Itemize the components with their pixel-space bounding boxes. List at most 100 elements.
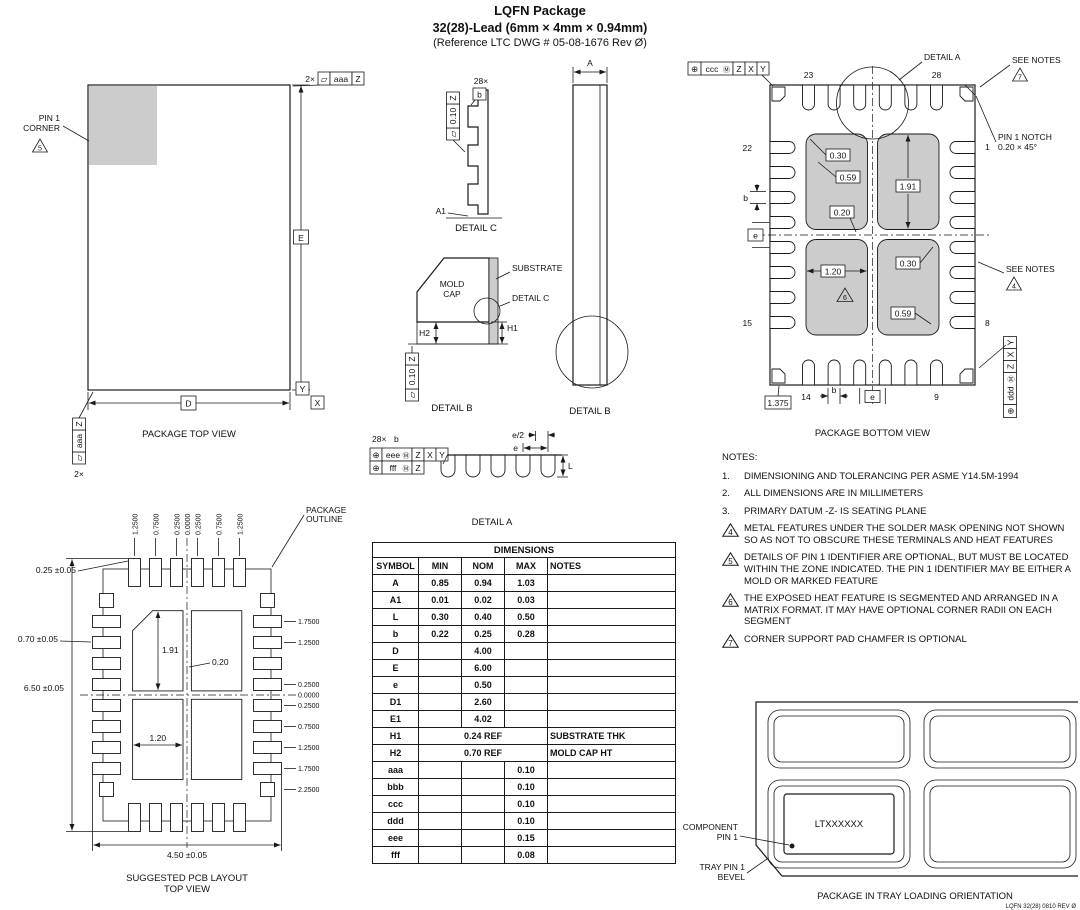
- note-flag-icon: [836, 287, 854, 302]
- corner-support-pad: [771, 86, 786, 102]
- pcb-pad: [149, 803, 162, 832]
- pin1-label: CORNER: [23, 123, 60, 133]
- pin-number: 28: [932, 70, 942, 80]
- b-dimension-bottom: b: [820, 385, 848, 404]
- component-marking: LTXXXXXX: [815, 819, 864, 830]
- pcb-pad: [92, 636, 121, 649]
- table-cell: D: [372, 642, 419, 660]
- notes-title: NOTES:: [722, 452, 758, 463]
- count-label: 28×: [372, 434, 386, 444]
- table-cell: H1: [372, 727, 419, 745]
- terminal-pad: [769, 291, 796, 304]
- table-cell: E1: [372, 710, 419, 728]
- table-cell: [546, 693, 677, 711]
- tray-bevel-callout: TRAY PIN 1 BEVEL: [699, 858, 768, 882]
- dim-059: 0.59: [840, 173, 857, 183]
- table-title-row: DIMENSIONS: [371, 542, 677, 558]
- terminal-pad: [930, 359, 943, 386]
- gdt-datum: Z: [355, 74, 360, 84]
- note-flag-icon: 4: [721, 523, 744, 546]
- table-cell: [546, 829, 677, 847]
- table-cell: [546, 574, 677, 592]
- gdt-symbol: ⊕: [1006, 407, 1016, 414]
- corner-offset-dimension: 1.375: [764, 385, 792, 410]
- gdt-modifier: Ⓜ: [403, 452, 410, 460]
- package-bottom-view: DETAIL A SEE NOTES 7 PIN 1 NOTCH 0.20 × …: [687, 52, 1061, 439]
- outline-label: OUTLINE: [306, 514, 343, 524]
- e-dimension-left: e: [747, 222, 770, 248]
- tolerance-frame: ▱ 0.10 Z: [405, 352, 419, 402]
- component-outline: [783, 793, 895, 855]
- table-cell: [546, 676, 677, 694]
- coord-label: 0.0000: [298, 693, 320, 700]
- terminal-pad: [949, 166, 976, 179]
- gdt-datum: Z: [407, 356, 417, 361]
- table-cell: eee: [372, 829, 419, 847]
- dim-D: D: [185, 399, 191, 409]
- note-text: PRIMARY DATUM -Z- IS SEATING PLANE: [744, 505, 927, 517]
- table-cell: H2: [372, 744, 419, 762]
- table-cell: [418, 829, 462, 847]
- corner-support-pad: [959, 368, 974, 384]
- table-cell: [504, 693, 548, 711]
- h2-dimension: H2: [419, 322, 439, 344]
- dim-pitch: e: [513, 443, 518, 453]
- datum-X: X: [315, 398, 321, 408]
- d-dimension: D: [87, 392, 291, 411]
- terminal-pad: [769, 266, 796, 279]
- gdt-datum: Y: [760, 64, 766, 74]
- revision-note: LQFN 32(28) 0810 REV Ø: [1006, 904, 1077, 910]
- terminal-pad: [949, 241, 976, 254]
- tray-pocket-inner: [929, 785, 1071, 863]
- see-notes-label: SEE NOTES: [1012, 55, 1061, 65]
- right-coordinate-labels: 1.7500 1.2500 0.2500 0.0000 0.2500 0.750…: [284, 619, 320, 794]
- dim-020: 0.20: [212, 657, 229, 667]
- svg-text:6: 6: [728, 598, 733, 607]
- top-coordinate-labels: 1.2500 0.7500 0.2500 0.0000 0.2500 0.750…: [133, 513, 245, 556]
- table-cell: [461, 778, 505, 796]
- gdt-tolerance: aaa: [74, 434, 84, 448]
- component-pin1-label: PIN 1: [717, 832, 739, 842]
- dim-b: b: [743, 193, 748, 203]
- note-flag-icon: 5: [721, 552, 744, 587]
- table-cell: [418, 846, 462, 864]
- pin1-notch-label: 0.20 × 45°: [998, 142, 1037, 152]
- table-cell: [418, 761, 462, 779]
- table-cell: b: [372, 625, 419, 643]
- pcb-pad: [92, 615, 121, 628]
- count-label: 2×: [74, 469, 84, 479]
- detail-c-view: 28× b ▱ 0.10 Z A1 DETAIL C: [436, 76, 502, 234]
- terminal-pad: [949, 141, 976, 154]
- pcb-caption: SUGGESTED PCB LAYOUT: [126, 873, 248, 884]
- tolerance-frame-left: ▱ aaa Z 2×: [72, 391, 94, 479]
- gdt-datum: Z: [1006, 364, 1016, 369]
- tray-pocket: [923, 709, 1077, 769]
- terminal-pad: [769, 241, 796, 254]
- drawing-reference: (Reference LTC DWG # 05-08-1676 Rev Ø): [433, 37, 647, 50]
- lead-scallops: [440, 455, 556, 478]
- note-text: DETAILS OF PIN 1 IDENTIFIER ARE OPTIONAL…: [744, 552, 1071, 587]
- tray-pocket-inner: [929, 715, 1071, 763]
- detail-b-caption: DETAIL B: [431, 403, 472, 414]
- gdt-tolerance: ccc: [706, 64, 720, 74]
- note-text: METAL FEATURES UNDER THE SOLDER MASK OPE…: [744, 523, 1065, 546]
- mold-cap-label: CAP: [443, 289, 461, 299]
- gdt-tolerance: eee: [386, 450, 400, 460]
- detail-c-region-circle: [473, 297, 501, 325]
- coord-label: 1.2500: [238, 513, 245, 535]
- note-text: CORNER SUPPORT PAD CHAMFER IS OPTIONAL: [744, 633, 967, 645]
- pin1-label: PIN 1: [39, 113, 61, 123]
- table-cell: [504, 642, 548, 660]
- pcb-pad: [233, 803, 246, 832]
- see-notes-label: SEE NOTES: [1006, 264, 1055, 274]
- see-notes-top: SEE NOTES 7: [979, 55, 1061, 88]
- table-cell: 4.00: [461, 642, 505, 660]
- table-header-row: SYMBOL MIN NOM MAX NOTES: [372, 557, 677, 575]
- note-flag-icon: 7: [721, 633, 744, 652]
